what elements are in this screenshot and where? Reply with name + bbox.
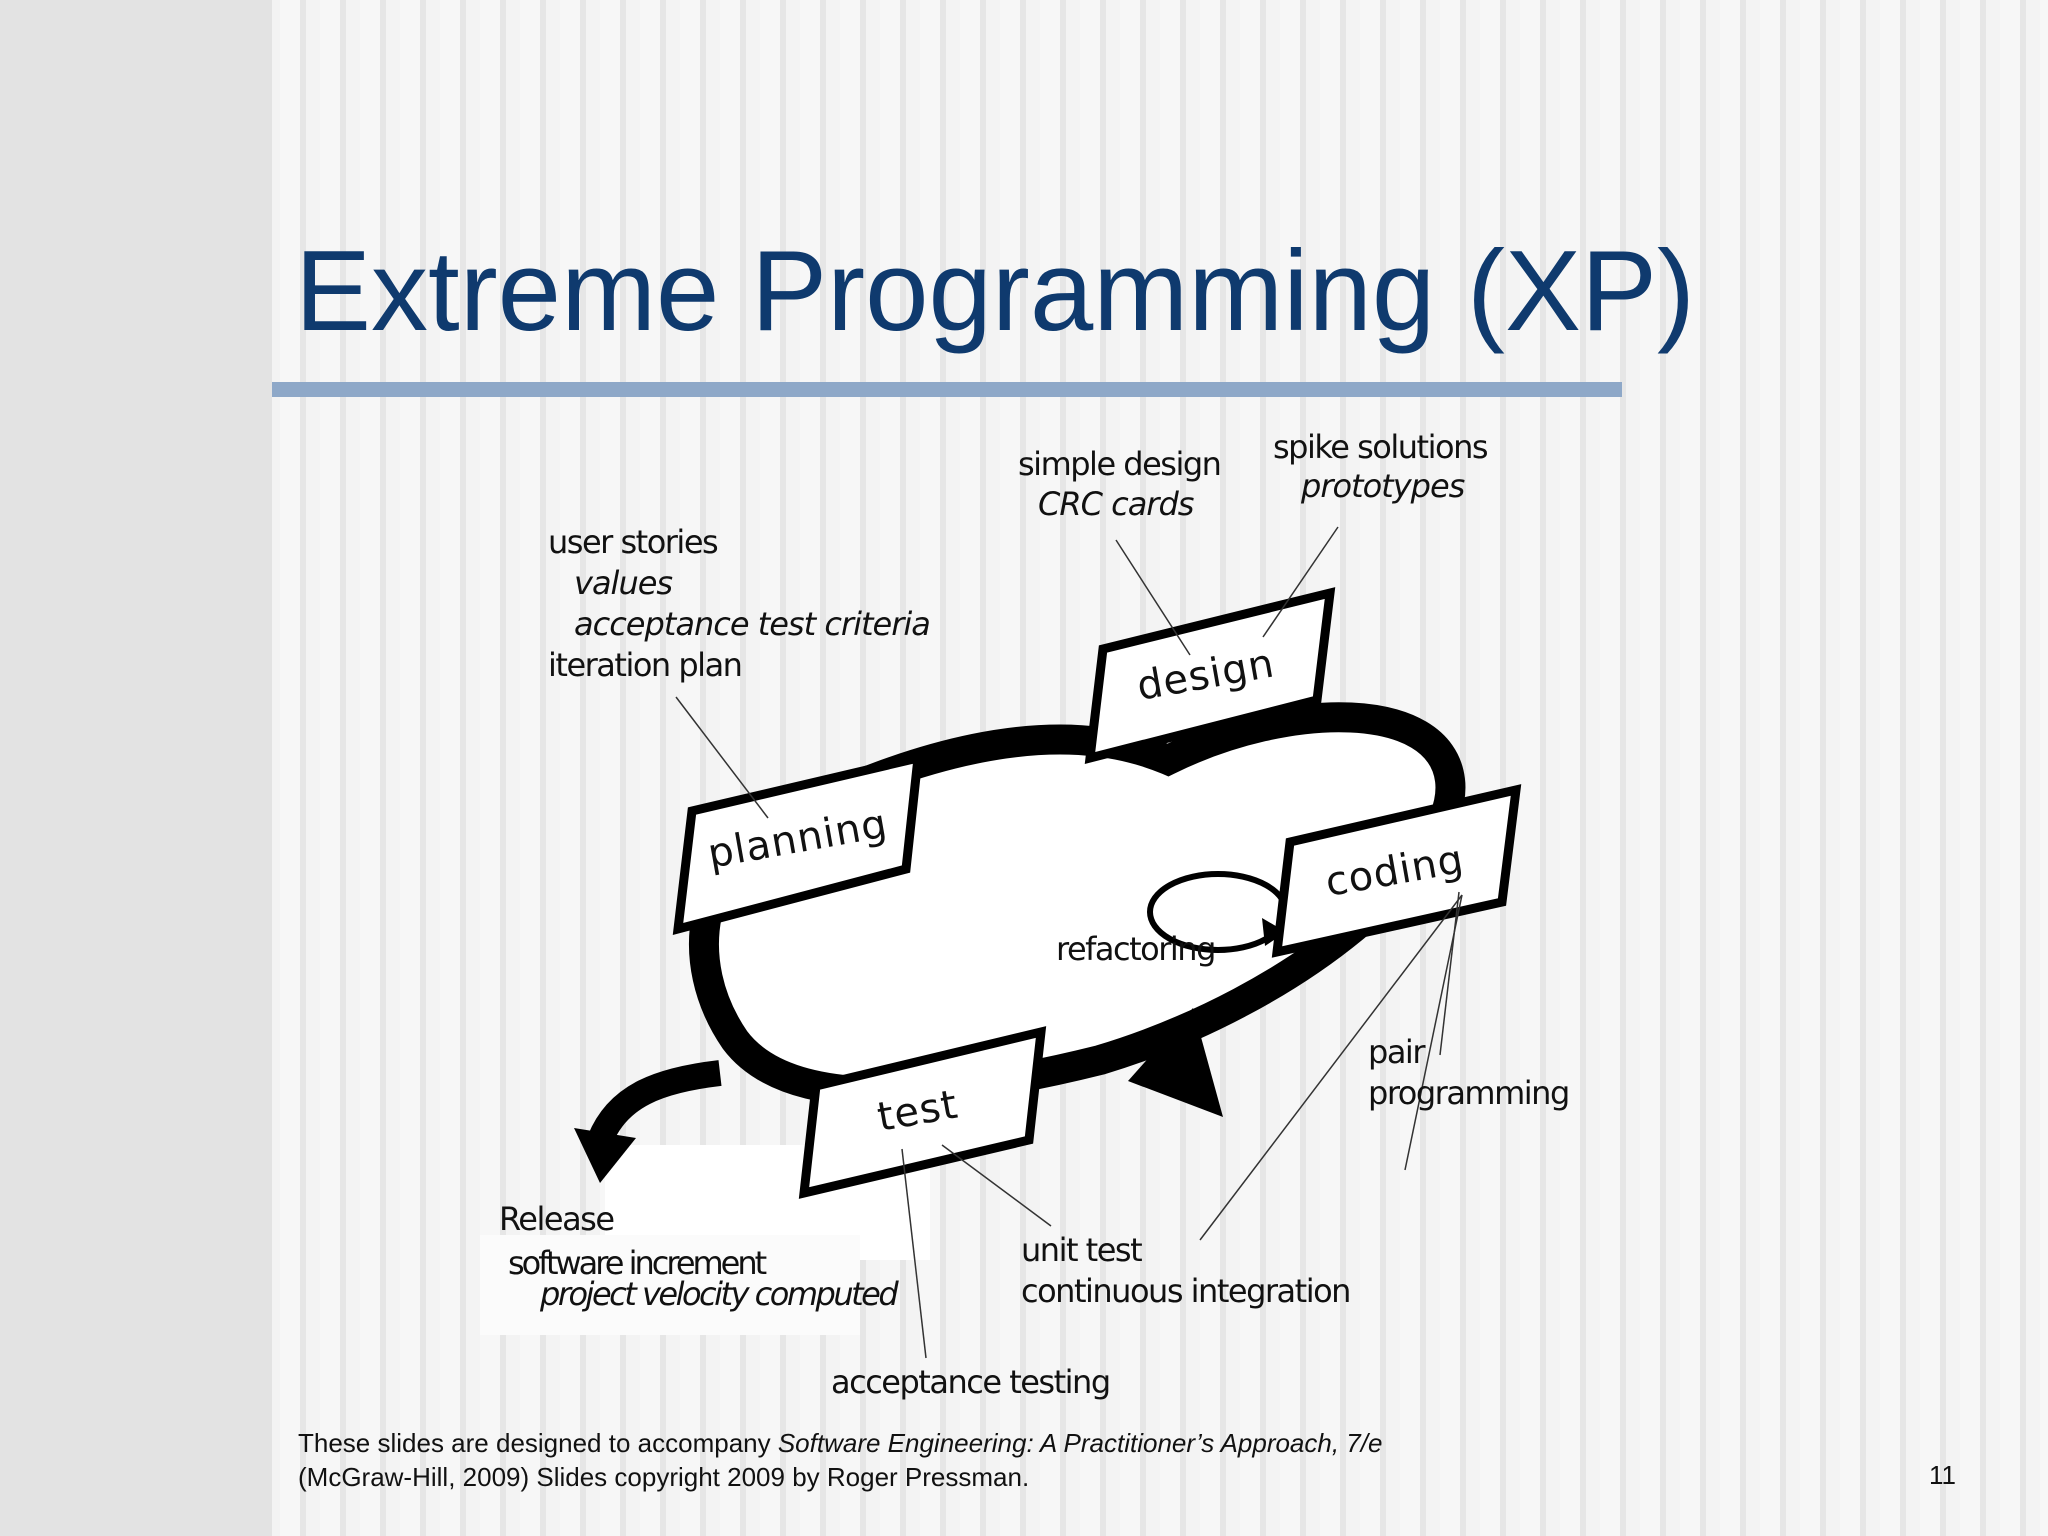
footer-text-1: These slides are designed to accompany [298, 1428, 778, 1458]
label-continuous-integration: continuous integration [1021, 1272, 1350, 1310]
title-underline [272, 382, 1622, 397]
footer-text-2: (McGraw-Hill, 2009) Slides copyright 200… [298, 1462, 1030, 1492]
label-spike-solutions: spike solutions [1273, 428, 1488, 466]
label-iteration-plan: iteration plan [548, 646, 741, 684]
label-acceptance-test-criteria: acceptance test criteria [574, 605, 930, 643]
label-user-stories: user stories [548, 523, 718, 561]
label-crc-cards: CRC cards [1038, 485, 1194, 523]
refactoring-arrowhead [1262, 918, 1286, 946]
label-simple-design: simple design [1018, 445, 1220, 483]
label-programming: programming [1368, 1074, 1569, 1112]
slide-title: Extreme Programming (XP) [295, 228, 1696, 355]
page-number: 11 [1929, 1460, 1956, 1490]
cycle-arrowhead [1128, 1008, 1223, 1117]
footer-book-title: Software Engineering: A Practitioner’s A… [777, 1428, 1383, 1458]
test-box: test [798, 1026, 1047, 1199]
design-box: design [1084, 587, 1336, 764]
footer-credit: These slides are designed to accompany S… [298, 1426, 1498, 1494]
leader-lines [675, 526, 1463, 1359]
planning-box: planning [672, 752, 924, 936]
label-software-increment: software increment [508, 1244, 767, 1282]
label-values: values [574, 564, 672, 602]
label-acceptance-testing: acceptance testing [831, 1363, 1110, 1401]
release-patch-2 [480, 1235, 860, 1335]
label-project-velocity: project velocity computed [539, 1275, 899, 1313]
release-arrowhead [574, 1128, 636, 1183]
label-release: Release [499, 1200, 614, 1238]
label-pair: pair [1368, 1033, 1426, 1071]
label-unit-test: unit test [1021, 1231, 1142, 1269]
label-prototypes: prototypes [1300, 467, 1465, 505]
release-arrow [587, 1060, 722, 1146]
label-refactoring: refactoring [1056, 930, 1215, 968]
